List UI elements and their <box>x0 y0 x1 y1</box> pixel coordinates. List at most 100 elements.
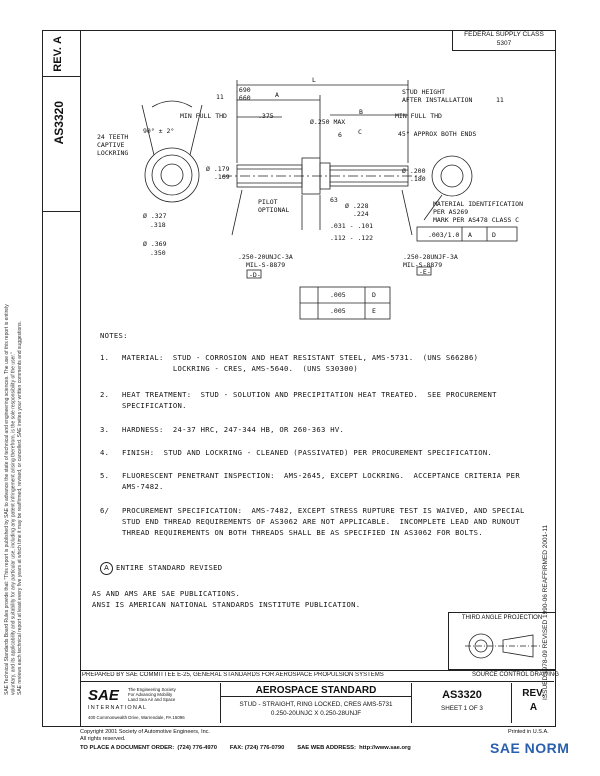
material-id-label: MATERIAL IDENTIFICATION <box>433 200 524 208</box>
projection-label: THIRD ANGLE PROJECTION <box>461 615 543 621</box>
lockring-outer-circle <box>144 147 200 203</box>
note-6-line-1: PROCUREMENT SPECIFICATION: AMS-7482, EXC… <box>122 506 525 515</box>
note-2-line-2: SPECIFICATION. <box>122 401 187 410</box>
pilot-label: PILOT <box>258 198 278 206</box>
logo-tagline-3: Land Sea Air and Space <box>128 697 176 702</box>
optional-label: OPTIONAL <box>258 206 290 214</box>
milspec-right: MIL-S-8879 <box>403 261 443 269</box>
note-11-marker-a: 11 <box>216 93 224 101</box>
dia-250-max: Ø.250 MAX <box>310 118 346 126</box>
logo-tagline-1: The Engineering Society <box>128 687 176 692</box>
publication-note-1: AS AND AMS ARE SAE PUBLICATIONS. <box>92 589 241 598</box>
fcf-right-tolerance: .003/1.0 <box>428 231 460 239</box>
revision-marker-circle: A <box>100 562 113 575</box>
dim-375: .375 <box>258 112 274 120</box>
fsc-label: FEDERAL SUPPLY CLASS <box>464 31 544 38</box>
angle-90-label: 90° ± 2° <box>143 127 175 135</box>
side-legal-text: SAE Technical Standards Board Rules prov… <box>4 165 24 695</box>
note-3-number: 3. <box>100 425 110 434</box>
sae-logo: SAE <box>88 687 119 704</box>
dia-169: .169 <box>214 173 230 181</box>
dia-228: Ø .228 <box>345 202 369 210</box>
fcf-row1-datum: D <box>372 291 376 299</box>
fcf-right-datum-a: A <box>468 231 472 239</box>
dim-A-label: A <box>275 91 279 99</box>
rev-label: REV. <box>52 47 64 72</box>
material-leader <box>423 194 443 221</box>
lockring-teeth-circle <box>151 154 193 196</box>
title-block <box>80 670 556 727</box>
datum-d-box <box>246 269 262 279</box>
mark-per-label: MARK PER AS478 CLASS C <box>433 216 520 224</box>
after-installation-label: AFTER INSTALLATION <box>402 96 473 104</box>
publication-note-2: ANSI IS AMERICAN NATIONAL STANDARDS INST… <box>92 600 361 609</box>
note-5-number: 5. <box>100 471 110 480</box>
stud-drawing <box>141 80 518 320</box>
standard-title: AEROSPACE STANDARD <box>255 685 377 696</box>
side-legal-line-3: SAE reviews each technical report at lea… <box>17 321 23 695</box>
captive-label: CAPTIVE <box>97 141 125 149</box>
note-1-number: 1. <box>100 353 110 362</box>
note-6-number: 6/ <box>100 506 110 515</box>
per-as269-label: PER AS269 <box>433 208 469 216</box>
chamfer-label: 45° APPROX BOTH ENDS <box>398 130 477 138</box>
fcf-row1-tolerance: .005 <box>330 291 346 299</box>
note-2-line-1: HEAT TREATMENT: STUD - SOLUTION AND PREC… <box>122 390 497 399</box>
thread-leaders <box>231 189 413 236</box>
source-control: SOURCE CONTROL DRAWING <box>472 672 559 678</box>
sae-logo-block: SAE INTERNATIONAL The Engineering Societ… <box>82 683 221 723</box>
third-angle-projection-icon <box>465 633 541 659</box>
order-line: TO PLACE A DOCUMENT ORDER: (724) 776-497… <box>80 745 411 751</box>
sae-address: 400 Commonwealth Drive, Warrendale, PA 1… <box>88 715 185 720</box>
sae-norm-watermark: SAE NORM <box>490 740 570 756</box>
fcf-row2-tolerance: .005 <box>330 307 346 315</box>
dia-350: .350 <box>150 249 166 257</box>
dia-318: .318 <box>150 221 166 229</box>
note-11-marker-b: 11 <box>496 96 504 104</box>
datum-d-tag: -D- <box>249 271 261 279</box>
logo-tagline-2: For Advancing Mobility <box>128 692 173 697</box>
doc-number-box: AS3320 <box>42 76 80 212</box>
title-block-rev-label: REV. <box>522 688 545 699</box>
title-block-rev-value: A <box>529 702 538 713</box>
rev-box: REV. A <box>42 30 80 77</box>
teeth-label: 24 TEETH <box>97 133 129 141</box>
thread-left: .250-20UNJC-3A <box>238 253 293 261</box>
note-1-line-2: LOCKRING - CRES, AMS-5640. (UNS S30300) <box>122 364 358 373</box>
standard-title-block: AEROSPACE STANDARD STUD - STRAIGHT, RING… <box>221 683 411 723</box>
dia-369: Ø .369 <box>143 240 167 248</box>
thread-right: .250-28UNJF-3A <box>403 253 458 261</box>
dim-690: .690 <box>235 86 251 94</box>
dia-180: .180 <box>410 175 426 183</box>
rights-reserved: All rights reserved. <box>80 736 126 742</box>
min-full-thd-left: MIN FULL THD <box>180 112 227 120</box>
dim-B-label: B <box>359 108 363 116</box>
doc-number: AS3320 <box>52 101 66 145</box>
angle-lines <box>141 104 203 156</box>
dim-031: .031 - .101 <box>330 222 374 230</box>
note-5-line-1: FLUORESCENT PENETRANT INSPECTION: AMS-26… <box>122 471 520 480</box>
fsc-value: 5307 <box>496 40 512 47</box>
federal-supply-class-box: FEDERAL SUPPLY CLASS 5307 <box>452 30 555 51</box>
title-block-divider <box>80 681 554 682</box>
international-label: INTERNATIONAL <box>88 705 148 711</box>
dia-327: Ø .327 <box>143 212 167 220</box>
title-block-doc-number: AS3320 <box>442 689 482 701</box>
min-full-thd-right: MIN FULL THD <box>395 112 442 120</box>
datum-e-tag: -E- <box>419 268 431 276</box>
dim-L-label: L <box>312 76 316 84</box>
note-1: 1. <box>100 352 109 363</box>
right-end-outer <box>431 155 473 197</box>
stud-height-label: STUD HEIGHT <box>402 88 446 96</box>
note-4-line-1: FINISH: STUD AND LOCKRING - CLEANED (PAS… <box>122 448 493 457</box>
notes-title: NOTES: <box>100 331 128 340</box>
fcf-right <box>416 226 518 242</box>
note-3-line-1: HARDNESS: 24-37 HRC, 247-344 HB, OR 260-… <box>122 425 345 434</box>
note-6-line-2: STUD END THREAD REQUIREMENTS OF AS3062 A… <box>122 517 520 526</box>
right-end-inner <box>440 164 464 188</box>
copyright: Copyright 2001 Society of Automotive Eng… <box>80 729 210 735</box>
note-2-number: 2. <box>100 390 110 399</box>
rev-value: A <box>52 36 64 44</box>
sheet-number: SHEET 1 OF 3 <box>441 705 483 712</box>
entire-revised-label: ENTIRE STANDARD REVISED <box>116 563 223 572</box>
